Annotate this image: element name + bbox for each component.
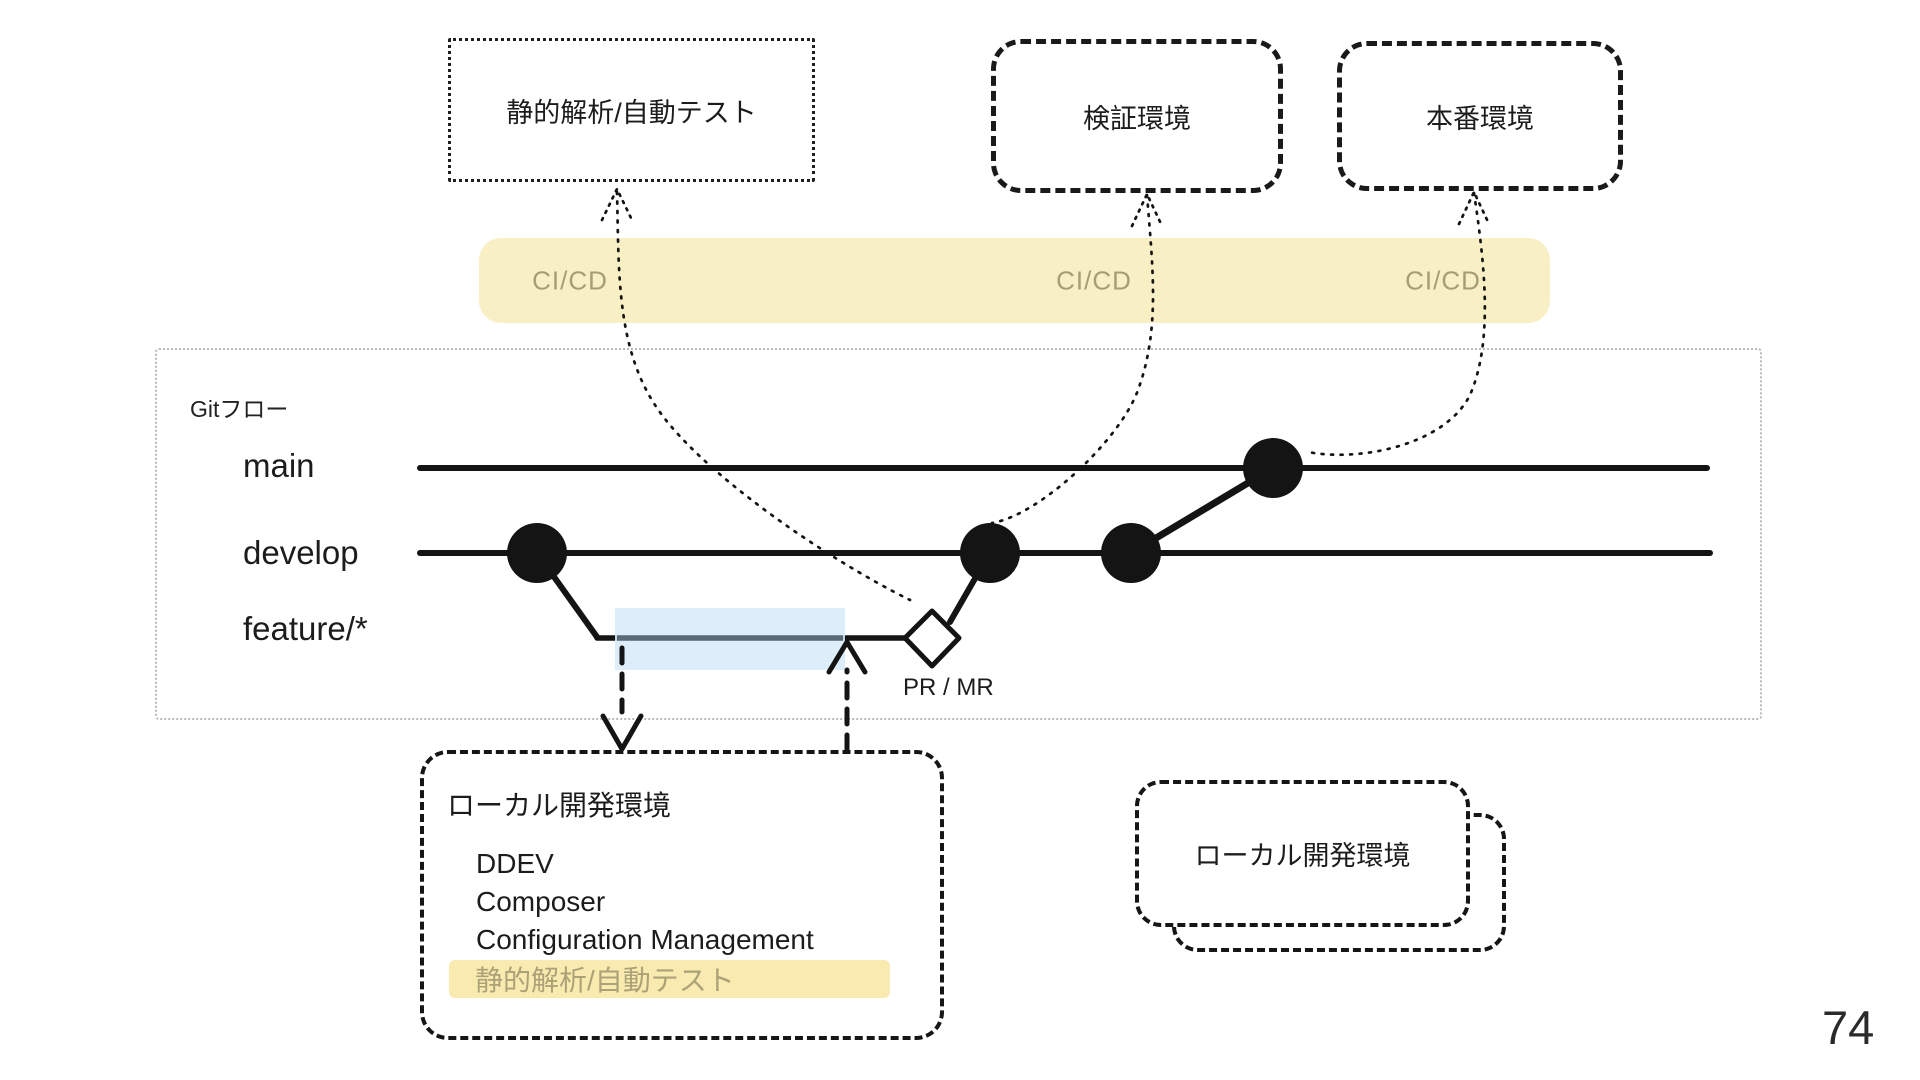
static-analysis-box: 静的解析/自動テスト bbox=[448, 38, 815, 182]
commit-dot-develop-1 bbox=[507, 523, 567, 583]
commit-dot-main bbox=[1243, 438, 1303, 498]
arrow-to-local-head bbox=[600, 713, 644, 752]
static-analysis-box-label: 静的解析/自動テスト bbox=[506, 97, 757, 128]
cicd-label-3: CI/CD bbox=[1405, 265, 1481, 295]
local-env-item-ddev: DDEV bbox=[476, 848, 554, 879]
curve-to-staging bbox=[990, 193, 1155, 525]
local-env-highlighted-item: 静的解析/自動テスト bbox=[449, 960, 890, 998]
stacked-local-env-label: ローカル開発環境 bbox=[1194, 841, 1411, 871]
branch-label-main: main bbox=[243, 447, 315, 484]
commit-dot-develop-3 bbox=[1101, 523, 1161, 583]
arrow-from-local-head bbox=[826, 639, 868, 675]
pr-mr-label: PR / MR bbox=[903, 674, 994, 701]
staging-env-box-label: 検証環境 bbox=[1083, 103, 1191, 134]
gitflow-container bbox=[155, 348, 1762, 720]
cicd-band: CI/CD CI/CD CI/CD bbox=[479, 238, 1550, 323]
local-env-box bbox=[420, 750, 944, 1040]
arrowhead-staging bbox=[1130, 190, 1164, 228]
local-env-item-config-mgmt: Configuration Management bbox=[476, 924, 814, 955]
cicd-label-2: CI/CD bbox=[1056, 265, 1132, 295]
arrowhead-static-analysis bbox=[600, 185, 634, 222]
curve-to-production bbox=[1306, 191, 1487, 457]
staging-env-box: 検証環境 bbox=[991, 39, 1283, 193]
branch-label-feature: feature/* bbox=[243, 610, 368, 647]
commit-dot-develop-2 bbox=[960, 523, 1020, 583]
gitflow-title: Gitフロー bbox=[190, 396, 289, 422]
branch-label-develop: develop bbox=[243, 534, 359, 571]
stacked-local-env-box-front: ローカル開発環境 bbox=[1135, 780, 1470, 927]
cicd-label-1: CI/CD bbox=[532, 265, 608, 295]
local-env-item-composer: Composer bbox=[476, 886, 606, 917]
production-env-box: 本番環境 bbox=[1337, 41, 1623, 191]
production-env-box-label: 本番環境 bbox=[1426, 103, 1534, 134]
page-number: 74 bbox=[1822, 1001, 1875, 1054]
pr-mr-diamond bbox=[902, 608, 962, 669]
curve-to-static-analysis bbox=[615, 190, 912, 602]
arrowhead-production bbox=[1457, 188, 1491, 226]
local-env-title: ローカル開発環境 bbox=[447, 790, 672, 821]
local-env-highlighted-item-label: 静的解析/自動テスト bbox=[475, 965, 735, 996]
